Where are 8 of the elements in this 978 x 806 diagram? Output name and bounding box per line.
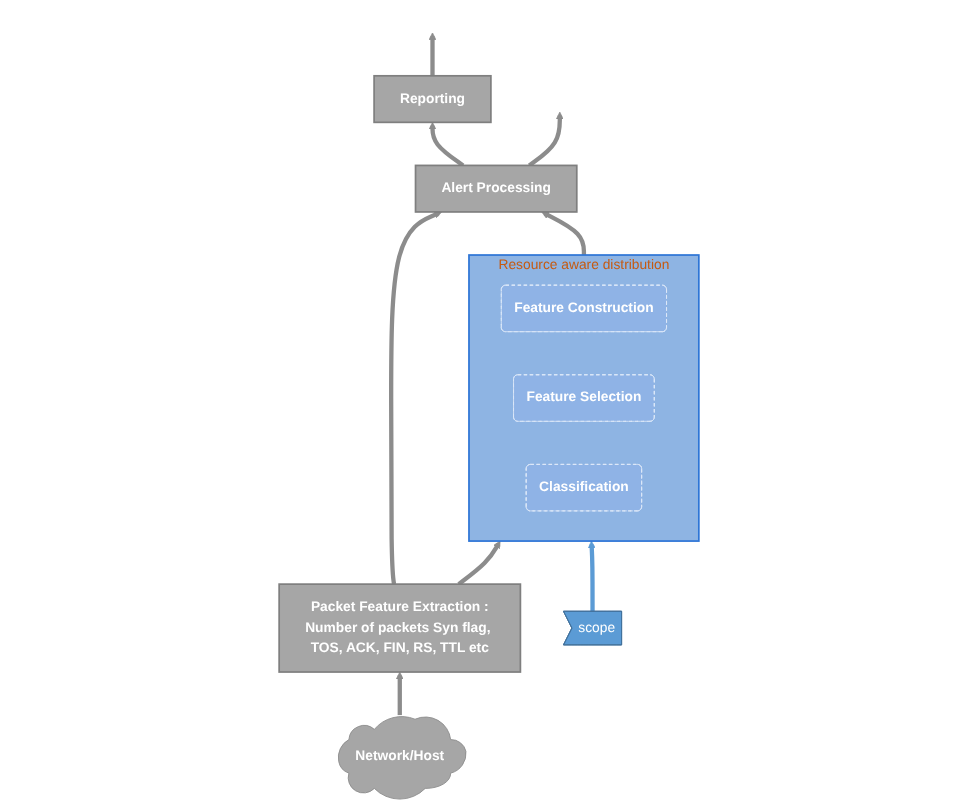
arrow bbox=[527, 111, 564, 168]
arrow bbox=[428, 122, 465, 168]
arrow bbox=[457, 540, 501, 586]
arrow bbox=[428, 32, 437, 76]
arrow bbox=[541, 211, 587, 255]
arrow bbox=[389, 211, 442, 585]
arrow bbox=[396, 671, 404, 716]
arrow bbox=[587, 540, 596, 612]
